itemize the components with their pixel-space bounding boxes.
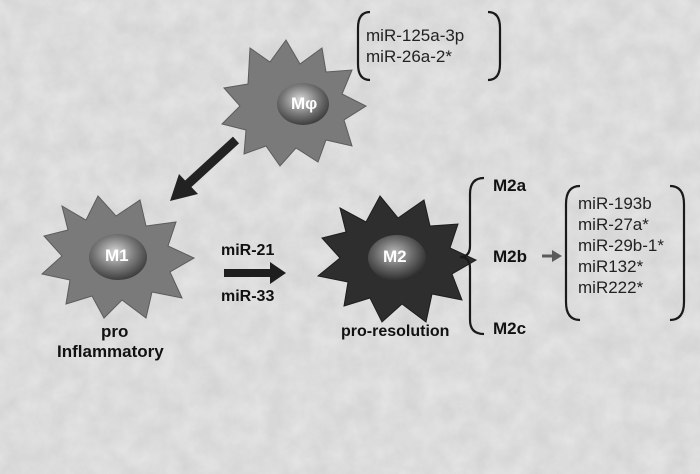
subtype-m2c: M2c [493, 319, 527, 338]
macrophage-cell [221, 39, 368, 167]
m2-nucleus [368, 235, 426, 281]
arrow-macrophage-to-m1 [170, 136, 240, 201]
m1-caption-line2: Inflammatory [57, 342, 164, 361]
m2b-mirna-list: miR-193b miR-27a* miR-29b-1* miR132* miR… [578, 193, 664, 298]
m1-label: M1 [105, 246, 129, 265]
transition-top-label: miR-21 [221, 242, 275, 259]
arrow-m1-to-m2 [224, 262, 286, 284]
subtype-bracket [459, 176, 485, 336]
m2b-mirna-bracket [564, 184, 686, 322]
m2b-mirna-item: miR-193b [578, 194, 652, 213]
macrophage-mirna-bracket [356, 10, 502, 82]
macrophage-label: Mφ [291, 94, 318, 113]
m1-cell [40, 195, 196, 319]
m2-caption: pro-resolution [341, 323, 450, 340]
m2b-mirna-item: miR222* [578, 278, 644, 297]
m2b-mirna-item: miR-27a* [578, 215, 649, 234]
m2b-mirna-item: miR132* [578, 257, 644, 276]
subtype-m2a: M2a [493, 176, 527, 195]
subtype-m2b: M2b [493, 247, 527, 266]
m2-cell [316, 195, 478, 323]
macrophage-mirna-item: miR-125a-3p [366, 26, 465, 45]
macrophage-mirna-item: miR-26a-2* [366, 47, 452, 66]
m2b-mirna-item: miR-29b-1* [578, 236, 664, 255]
m1-caption-line1: pro [101, 322, 129, 341]
m2-label: M2 [383, 247, 407, 266]
transition-bottom-label: miR-33 [221, 288, 275, 305]
macrophage-mirna-list: miR-125a-3p miR-26a-2* [366, 25, 464, 67]
m1-nucleus [89, 234, 147, 280]
macrophage-nucleus [277, 83, 329, 125]
arrow-m2b-to-mirnas [542, 250, 562, 262]
